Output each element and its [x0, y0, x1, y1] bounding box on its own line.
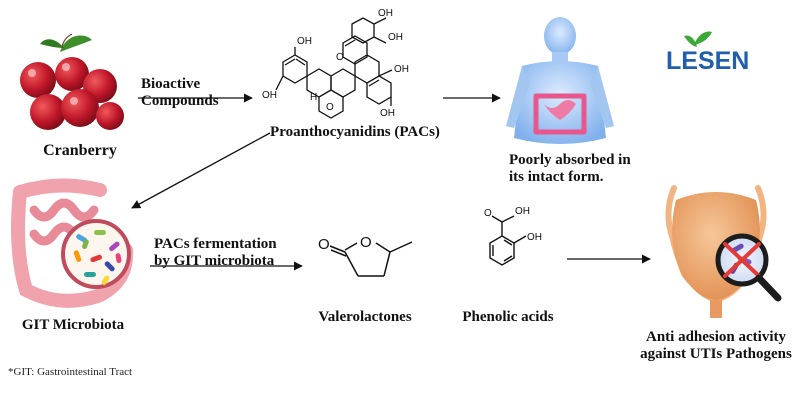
atom-o-carbonyl: O: [318, 236, 330, 253]
atom-o: O: [326, 102, 334, 113]
human-label: Poorly absorbed in its intact form.: [509, 152, 631, 186]
atom-oh-acid: OH: [515, 206, 530, 217]
phenolic-label: Phenolic acids: [462, 309, 554, 325]
atom-o-acid: O: [484, 208, 492, 219]
human-digestive-icon: [506, 17, 614, 144]
human-label-line: Poorly absorbed in: [509, 152, 631, 168]
pacs-label: Proanthocyanidins (PACs): [270, 124, 440, 140]
atom-oh-phenol: OH: [527, 232, 542, 243]
pacs-structure-icon: [275, 17, 393, 119]
edge-label-fermentation: PACs fermentation by GIT microbiota: [154, 236, 277, 270]
footnote: *GIT: Gastrointestinal Tract: [8, 366, 133, 378]
valerolactone-structure-icon: [329, 241, 413, 277]
atom-oh: OH: [394, 64, 409, 75]
atom-oh: OH: [388, 32, 403, 43]
atom-oh: OH: [297, 36, 312, 47]
atom-o: O: [336, 52, 344, 63]
valerolactones-label: Valerolactones: [318, 309, 412, 325]
arrow-pacs-to-git: [131, 132, 271, 209]
intestine-microbiota-icon: [11, 178, 134, 308]
edge-label-bioactive: Bioactive Compounds: [141, 76, 219, 110]
bladder-label-line: Anti adhesion activity: [645, 329, 786, 345]
edge-label-line: Compounds: [141, 93, 219, 109]
atom-oh: OH: [380, 108, 395, 119]
human-label-line: its intact form.: [509, 169, 604, 185]
cranberry-label: Cranberry: [43, 142, 117, 159]
edge-label-line: by GIT microbiota: [154, 253, 275, 269]
bladder-antiadhesion-icon: [665, 185, 782, 318]
git-label: GIT Microbiota: [21, 317, 125, 333]
cranberry-icon: [20, 33, 124, 130]
atom-oh: OH: [378, 8, 393, 19]
atom-o-ring: O: [360, 234, 372, 251]
lesen-logo: LESEN: [666, 31, 749, 75]
atom-h: H: [310, 92, 317, 103]
phenolic-acid-structure-icon: [489, 215, 527, 266]
edge-label-line: PACs fermentation: [154, 236, 277, 252]
logo-text: LESEN: [666, 47, 749, 75]
pacs-atom-labels: OH OH OH OH OH OH O O H: [262, 8, 409, 119]
atom-oh: OH: [262, 90, 277, 101]
bladder-label: Anti adhesion activity against UTIs Path…: [634, 329, 798, 363]
edge-label-line: Bioactive: [141, 76, 201, 92]
bladder-label-line: against UTIs Pathogens: [640, 346, 792, 362]
